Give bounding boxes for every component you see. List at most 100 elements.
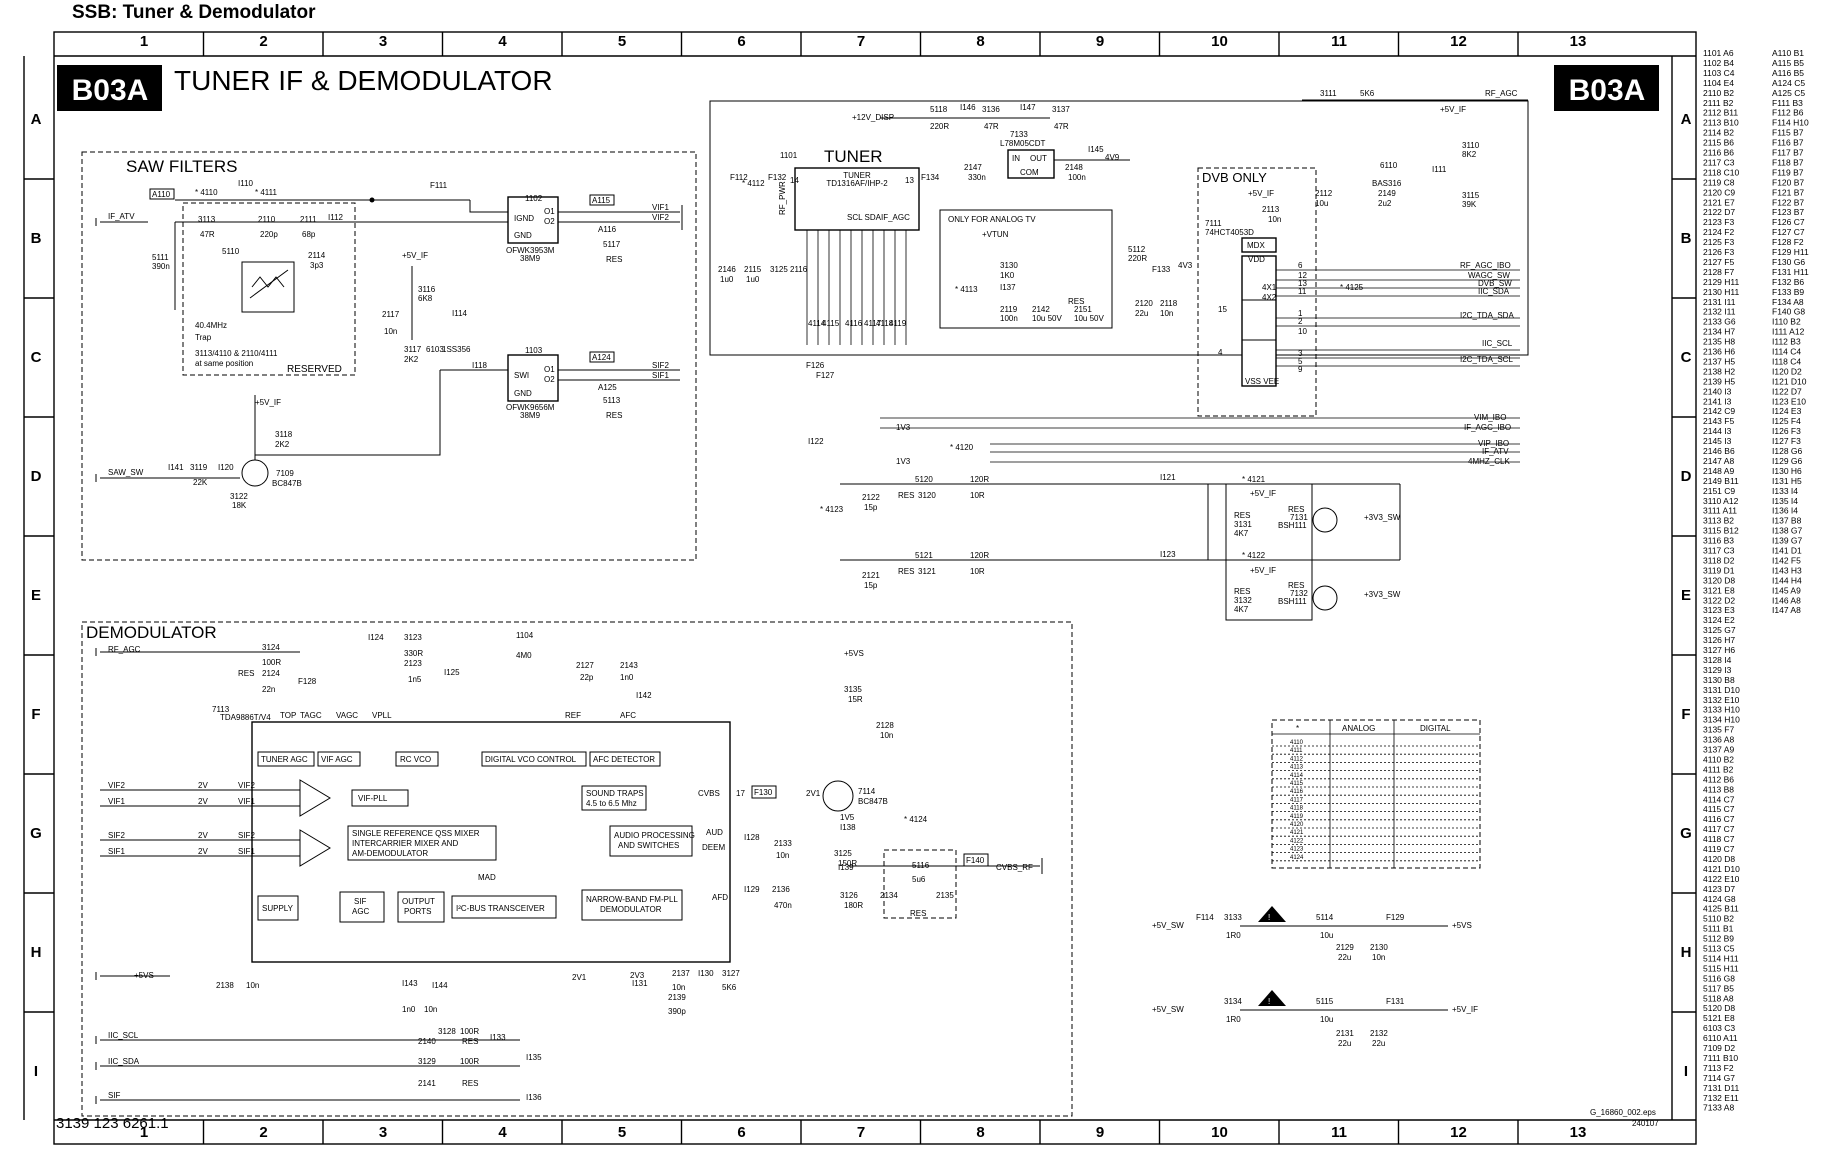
svg-text:RES: RES <box>1234 587 1250 596</box>
svg-text:2114: 2114 <box>308 251 326 260</box>
svg-text:10R: 10R <box>970 491 985 500</box>
svg-text:BSH111: BSH111 <box>1278 597 1307 606</box>
index-entry: 1102 B4 <box>1703 58 1734 68</box>
svg-text:4116: 4116 <box>845 319 863 328</box>
svg-text:I120: I120 <box>218 463 234 472</box>
svg-text:2V: 2V <box>198 847 208 856</box>
index-entry: I137 B8 <box>1772 516 1802 526</box>
svg-text:3132: 3132 <box>1234 596 1252 605</box>
svg-text:VDD: VDD <box>1248 255 1265 264</box>
svg-text:10n: 10n <box>1268 215 1281 224</box>
index-entry: I122 D7 <box>1772 386 1802 396</box>
index-entry: 2131 I11 <box>1703 297 1736 307</box>
index-entry: 3120 D8 <box>1703 575 1735 585</box>
index-entry: 4115 C7 <box>1703 804 1735 814</box>
index-entry: 2141 I3 <box>1703 396 1732 406</box>
svg-text:2K2: 2K2 <box>404 355 419 364</box>
svg-text:3137: 3137 <box>1052 105 1070 114</box>
col-label-2: 2 <box>259 1124 267 1141</box>
opt-row-4119: 4119 <box>1290 814 1304 820</box>
index-entry: 3135 F7 <box>1703 725 1734 735</box>
svg-text:COM: COM <box>1020 168 1039 177</box>
svg-text:3125: 3125 <box>770 265 788 274</box>
blk-sif-agc1: SIF <box>354 897 367 906</box>
index-entry: I135 I4 <box>1772 496 1798 506</box>
svg-text:F112: F112 <box>730 173 748 182</box>
index-entry: 2136 H6 <box>1703 347 1735 357</box>
svg-text:RES: RES <box>1068 297 1084 306</box>
index-entry: 2145 I3 <box>1703 436 1732 446</box>
diode-6110: BAS316 <box>1372 179 1402 188</box>
index-entry: 3129 I3 <box>1703 665 1732 675</box>
index-entry: 2110 B2 <box>1703 88 1734 98</box>
svg-text:3117: 3117 <box>404 345 422 354</box>
svg-text:A124: A124 <box>592 353 611 362</box>
svg-text:* 4125: * 4125 <box>1340 283 1364 292</box>
index-entry: 2140 I3 <box>1703 386 1732 396</box>
row-label-I: I <box>34 1063 38 1080</box>
index-entry: F140 G8 <box>1772 307 1805 317</box>
svg-text:I125: I125 <box>444 668 460 677</box>
svg-text:2135: 2135 <box>936 891 954 900</box>
svg-text:3111: 3111 <box>1320 89 1337 98</box>
svg-text:I121: I121 <box>1160 473 1176 482</box>
opt-hdr-star: * <box>1296 724 1299 733</box>
col-label-2: 2 <box>259 33 267 50</box>
svg-text:IN: IN <box>1012 154 1020 163</box>
index-entry: 3117 C3 <box>1703 546 1735 556</box>
index-entry: 4110 B2 <box>1703 754 1734 764</box>
svg-text:120R: 120R <box>970 475 989 484</box>
doc-number: 3139 123 6261.1 <box>56 1115 169 1132</box>
row-label-H: H <box>1681 944 1692 961</box>
svg-text:3136: 3136 <box>982 105 1000 114</box>
sig-5v-sw-2: +5V_SW <box>1152 1005 1184 1014</box>
index-entry: 7133 A8 <box>1703 1103 1734 1113</box>
svg-text:TAGC: TAGC <box>300 711 322 720</box>
svg-text:F130: F130 <box>754 788 773 797</box>
svg-text:3118: 3118 <box>275 430 293 439</box>
svg-text:4117: 4117 <box>864 319 882 328</box>
svg-text:1u0: 1u0 <box>746 275 760 284</box>
index-entry: I139 G7 <box>1772 536 1803 546</box>
svg-text:CVBS: CVBS <box>698 789 720 798</box>
opt-row-4116: 4116 <box>1290 789 1304 795</box>
col-label-11: 11 <box>1331 33 1347 50</box>
sig-rf-agc-ibo: RF_AGC_IBO <box>1460 261 1511 270</box>
svg-text:10u: 10u <box>1320 1015 1333 1024</box>
index-entry: 2130 H11 <box>1703 287 1740 297</box>
index-entry: 3127 H6 <box>1703 645 1735 655</box>
sig-iic-scl: IIC_SCL <box>1482 339 1513 348</box>
index-entry: I124 E3 <box>1772 406 1802 416</box>
blk-nb2: DEMODULATOR <box>600 905 662 914</box>
filter-1103-name: OFWK9656M <box>506 403 555 412</box>
svg-text:220R: 220R <box>930 122 949 131</box>
svg-text:3135: 3135 <box>844 685 862 694</box>
blk-sound-traps2: 4.5 to 6.5 Mhz <box>586 799 637 808</box>
svg-text:22u: 22u <box>1338 953 1351 962</box>
reserved-label: RESERVED <box>287 364 342 375</box>
index-entry: F127 C7 <box>1772 227 1805 237</box>
svg-text:F134: F134 <box>921 173 940 182</box>
svg-text:2V: 2V <box>198 797 208 806</box>
trap-note2: at same position <box>195 359 253 368</box>
index-entry: 2124 F2 <box>1703 227 1734 237</box>
svg-text:AFC: AFC <box>620 711 636 720</box>
sig-vif1: VIF1 <box>652 203 669 212</box>
svg-text:SIF2: SIF2 <box>238 831 255 840</box>
svg-text:4119: 4119 <box>889 319 907 328</box>
sig-vif1-left: VIF1 <box>108 797 125 806</box>
index-entry: 2138 H2 <box>1703 366 1735 376</box>
blk-qss2: INTERCARRIER MIXER AND <box>352 839 458 848</box>
svg-text:5115: 5115 <box>1316 997 1334 1006</box>
svg-text:2111: 2111 <box>300 215 317 224</box>
svg-text:OUT: OUT <box>1030 154 1047 163</box>
svg-text:F133: F133 <box>1152 265 1171 274</box>
opt-row-4122: 4122 <box>1290 838 1304 844</box>
svg-text:2128: 2128 <box>876 721 894 730</box>
svg-text:12: 12 <box>1298 271 1307 280</box>
svg-text:3131: 3131 <box>1234 520 1252 529</box>
index-entry: I146 A8 <box>1772 595 1801 605</box>
svg-text:I138: I138 <box>840 823 856 832</box>
svg-text:4V3: 4V3 <box>1178 261 1193 270</box>
